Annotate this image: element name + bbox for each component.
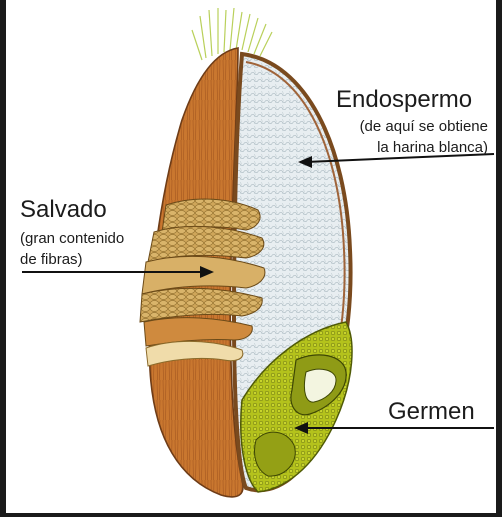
brush-hairs [191, 7, 273, 61]
germ-embryo-core [303, 368, 337, 403]
bran-layers [139, 198, 266, 367]
salvado-title: Salvado [20, 196, 107, 223]
leader-arrowheads [200, 156, 312, 434]
diagram-frame: Endospermo (de aquí se obtiene la harina… [6, 0, 496, 513]
germen-title: Germen [388, 398, 475, 425]
endospermo-note-line1: (de aquí se obtiene [359, 118, 488, 135]
endospermo-pointer-line [305, 153, 495, 163]
germen-arrow-icon [294, 422, 308, 434]
endospermo-title: Endospermo [336, 86, 473, 113]
salvado-note-line2: de fibras) [20, 251, 83, 268]
endospermo-note-line2: la harina blanca) [377, 139, 488, 156]
salvado-arrow-icon [200, 266, 214, 278]
salvado-note-line1: (gran contenido [20, 230, 125, 247]
germ-radicle [254, 431, 296, 477]
endospermo-arrow-icon [298, 156, 312, 168]
wheat-kernel-illustration [22, 7, 495, 498]
leader-lines [22, 153, 495, 429]
